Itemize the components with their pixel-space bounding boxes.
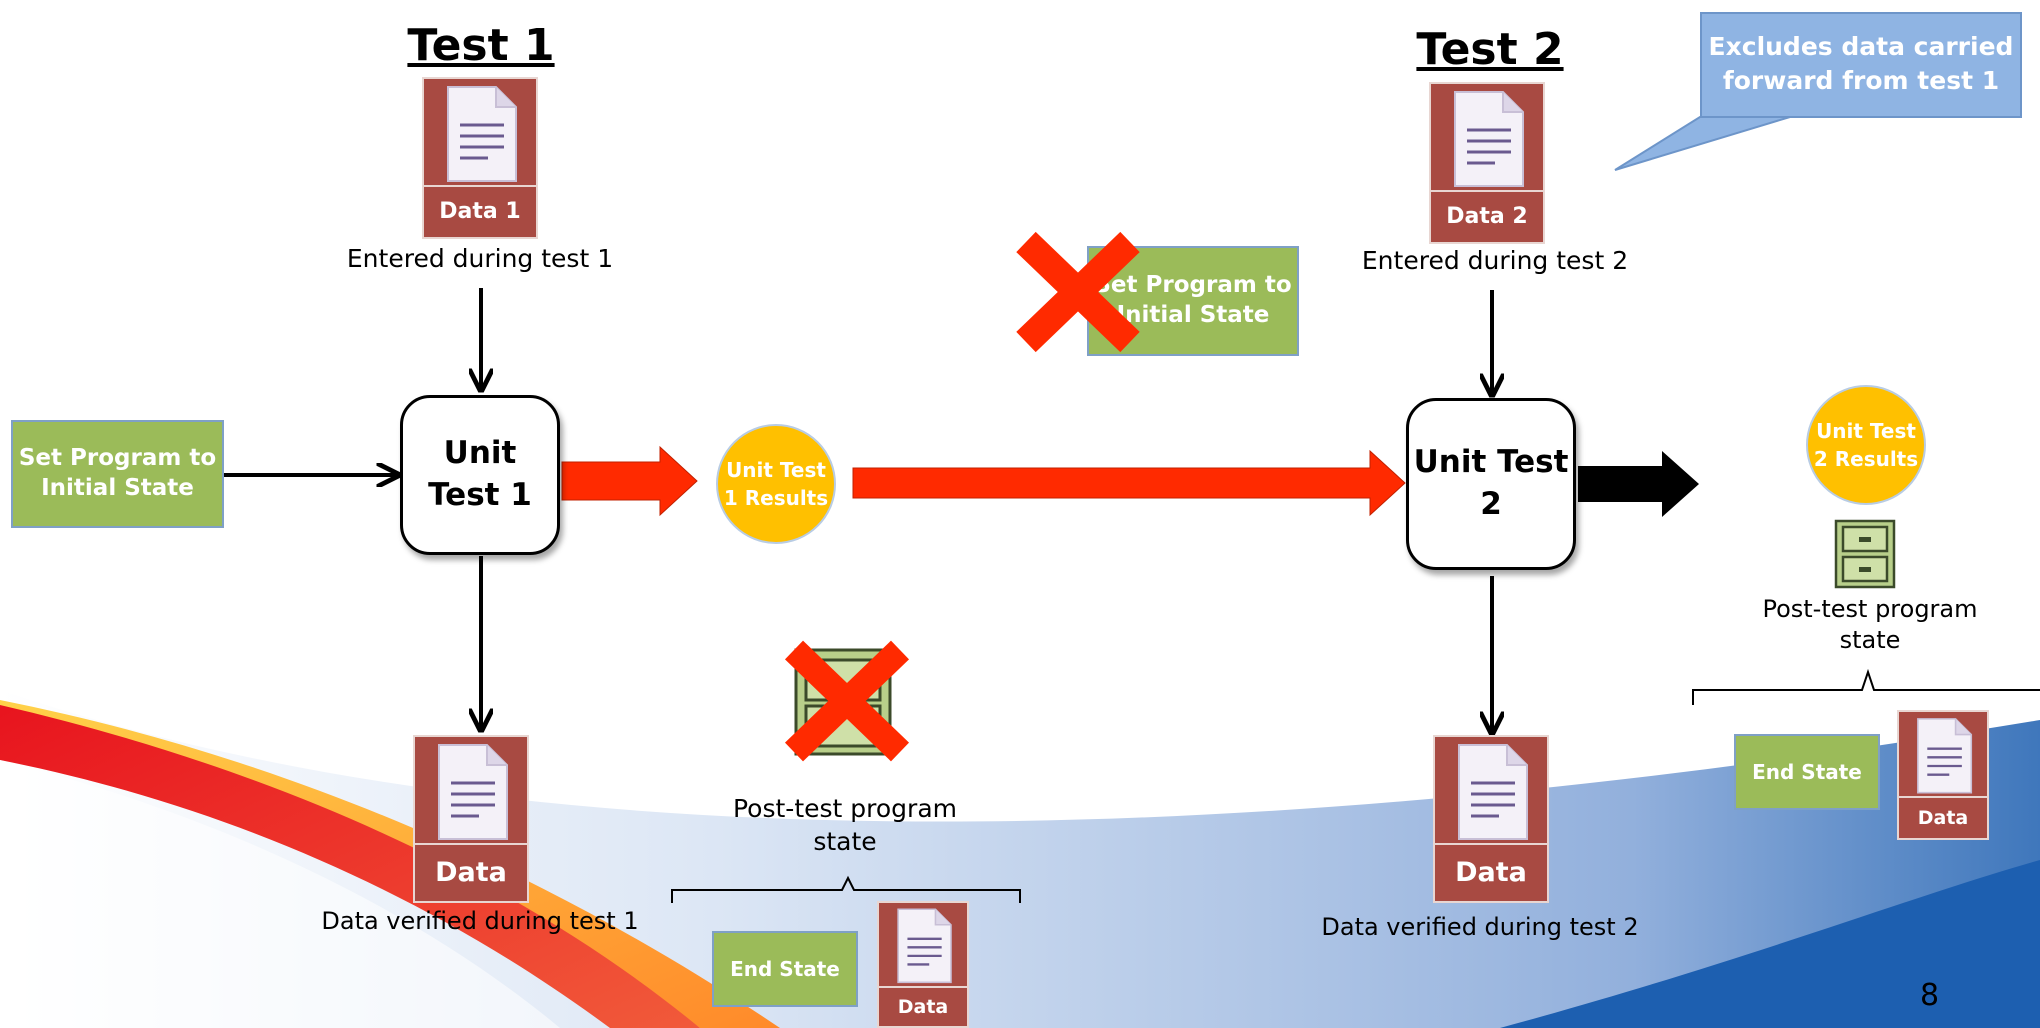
data1-label: Data 1 [424,185,536,237]
red-arrow-results-to-unit2 [852,449,1406,517]
test2-title: Test 2 [1416,24,1564,75]
test2-end-data-document: Data [1897,710,1989,840]
set-program-initial-state-box: Set Program to Initial State [11,420,224,528]
callout-text: Excludes data carried forward from test … [1708,32,2014,95]
test1-post-state-caption: Post-test program state [733,794,957,856]
data1-document: Data 1 [422,77,538,239]
unit-test-2-results: Unit Test 2 Results [1806,385,1926,505]
test2-output-label: Data [1435,843,1547,901]
document-icon [1458,744,1528,840]
test1-title: Test 1 [407,20,555,71]
unit-test-2-box: Unit Test 2 [1406,398,1576,570]
test1-end-state-box: End State [712,931,858,1007]
brace-test1 [671,875,1021,903]
data2-document: Data 2 [1429,82,1545,244]
test2-output-document: Data [1433,735,1549,903]
callout-tail [1614,116,1791,171]
red-arrow-unit1-to-results [561,445,698,517]
red-x-icon [784,640,910,762]
document-icon [1917,718,1973,794]
test1-end-data-document: Data [877,901,969,1028]
test2-post-state-caption: Post-test program state [1762,595,1978,655]
document-icon [1454,91,1524,187]
document-icon [897,908,952,984]
file-cabinet-icon [1834,519,1896,589]
data2-label: Data 2 [1431,190,1543,242]
test1-end-data-label: Data [879,986,967,1026]
test1-output-document: Data [413,735,529,903]
black-arrow-unit2-to-results [1578,451,1699,517]
test2-output-caption: Data verified during test 2 [1321,913,1639,941]
test1-output-caption: Data verified during test 1 [321,907,639,935]
test2-input-caption: Entered during test 2 [1361,246,1629,275]
test2-end-data-label: Data [1899,796,1987,838]
unit-test-1-box: Unit Test 1 [400,395,560,555]
red-x-icon [1016,231,1140,353]
test1-output-label: Data [415,843,527,901]
brace-test2 [1692,668,2040,705]
callout-box [1700,12,2022,118]
test2-end-state-box: End State [1734,734,1880,810]
document-icon [447,86,517,182]
page-number: 8 [1920,978,1940,1013]
document-icon [438,744,508,840]
unit-test-1-results: Unit Test 1 Results [716,424,836,544]
test1-input-caption: Entered during test 1 [346,244,614,273]
